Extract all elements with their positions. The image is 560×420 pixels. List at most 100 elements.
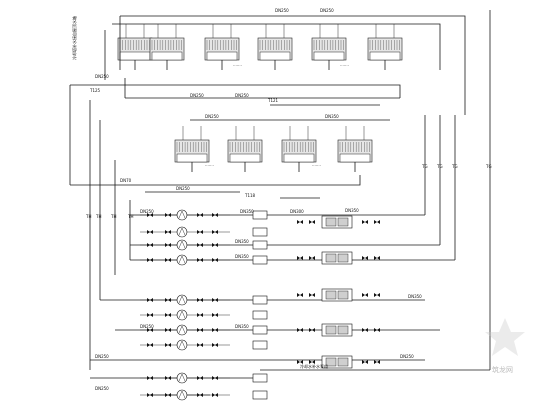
- tower-basin: [119, 51, 151, 61]
- pump-arrow-icon: [178, 340, 186, 349]
- filter-icon: [252, 310, 268, 320]
- pump-icon: [176, 339, 188, 351]
- valve-icon: [197, 298, 203, 302]
- pump-arrow-icon: [178, 255, 186, 264]
- valve-icon: [212, 213, 218, 217]
- valve-icon: [197, 393, 203, 397]
- chiller-evaporator: [325, 217, 337, 227]
- valve-icon: [374, 293, 380, 297]
- pipe-label-dn250-r7: DN250: [95, 386, 109, 391]
- cooling-tower-mid-1: [227, 126, 263, 172]
- tower-row-continuation: .......: [340, 62, 349, 67]
- valve-icon: [147, 313, 153, 317]
- chiller-evaporator: [325, 325, 337, 335]
- chiller-units: [297, 215, 380, 369]
- pump-row-3: [140, 254, 268, 266]
- watermark-text: 筑龙网: [492, 365, 513, 374]
- valve-icon: [309, 293, 315, 297]
- pump-row-6: [140, 324, 268, 336]
- chiller-evaporator: [325, 357, 337, 367]
- cooling-tower-top-1: [149, 24, 185, 70]
- pump-row-0: [140, 209, 268, 221]
- chiller-3: [297, 323, 380, 337]
- pipe-labels: DN250 DN250 DN250 DN250 DN250 DN350 DN25…: [95, 8, 422, 391]
- valve-icon: [197, 213, 203, 217]
- valve-icon: [212, 313, 218, 317]
- chiller-condenser: [337, 325, 349, 335]
- filter-icon: [252, 227, 268, 237]
- valve-icon: [197, 343, 203, 347]
- valve-icon: [212, 328, 218, 332]
- valve-icon: [309, 360, 315, 364]
- chiller-condenser: [337, 253, 349, 263]
- cooling-tower-mid-3: [337, 126, 373, 172]
- pump-arrow-icon: [178, 210, 186, 219]
- valve-icon: [147, 376, 153, 380]
- valve-icon: [374, 328, 380, 332]
- valve-icon: [212, 343, 218, 347]
- watermark-logo: [485, 318, 525, 356]
- valve-icon: [165, 313, 171, 317]
- pump-arrow-icon: [178, 325, 186, 334]
- pump-icon: [176, 239, 188, 251]
- pump-row-2: [140, 239, 268, 251]
- pump-arrow-icon: [178, 295, 186, 304]
- valve-icon: [197, 328, 203, 332]
- pipe-label-dn350-r4: DN350: [408, 294, 422, 299]
- tower-basin: [176, 153, 208, 163]
- pump-row-5: [140, 309, 268, 321]
- tag-th-1: TH: [85, 214, 91, 219]
- valve-icon: [197, 230, 203, 234]
- cooling-tower-top-2: [204, 24, 240, 70]
- tag-tg-4: TG: [485, 164, 492, 169]
- pump-symbols: [140, 209, 268, 401]
- pipe-label-dn250-r5: DN250: [140, 324, 154, 329]
- valve-icon: [165, 298, 171, 302]
- valve-icon: [147, 243, 153, 247]
- filter-icon: [252, 390, 268, 400]
- valve-icon: [147, 230, 153, 234]
- filter-icon: [252, 373, 268, 383]
- valve-icon: [147, 213, 153, 217]
- cooling-tower-mid-2: [281, 126, 317, 172]
- tag-th-2: TH: [95, 214, 101, 219]
- filter-icon: [252, 210, 268, 220]
- tower-basin: [339, 153, 371, 163]
- pipe-label-dn250-mid: DN250: [190, 93, 204, 98]
- tower-basin: [229, 153, 261, 163]
- chiller-2: [297, 288, 380, 302]
- valve-icon: [297, 360, 303, 364]
- valve-icon: [165, 243, 171, 247]
- valve-icon: [362, 293, 368, 297]
- tower-basin: [283, 153, 315, 163]
- pump-row-4: [140, 294, 268, 306]
- valve-icon: [309, 328, 315, 332]
- valve-icon: [165, 393, 171, 397]
- valve-icon: [165, 258, 171, 262]
- pipe-label-dn250-mid2: DN250: [235, 93, 249, 98]
- valve-icon: [197, 258, 203, 262]
- pump-arrow-icon: [178, 390, 186, 399]
- valve-icon: [309, 220, 315, 224]
- tag-t121: T121: [267, 98, 279, 103]
- valve-icon: [297, 293, 303, 297]
- pipe-label-top-dn250b: DN250: [320, 8, 334, 13]
- pump-arrow-icon: [178, 310, 186, 319]
- pump-icon: [176, 372, 188, 384]
- valve-icon: [362, 328, 368, 332]
- main-piping: [69, 10, 491, 396]
- valve-icon: [147, 298, 153, 302]
- pump-arrow-icon: [178, 240, 186, 249]
- line-tags: TG TG TG TG TH TH TH TH T121 T125 T118: [85, 88, 492, 219]
- tower-row-continuation: .......: [312, 162, 321, 167]
- valve-icon: [165, 328, 171, 332]
- pipe-label-dn250-mid3: DN250: [205, 114, 219, 119]
- valve-icon: [165, 213, 171, 217]
- valve-icon: [197, 243, 203, 247]
- valve-icon: [309, 256, 315, 260]
- pump-icon: [176, 324, 188, 336]
- valve-icon: [362, 360, 368, 364]
- valve-icon: [212, 376, 218, 380]
